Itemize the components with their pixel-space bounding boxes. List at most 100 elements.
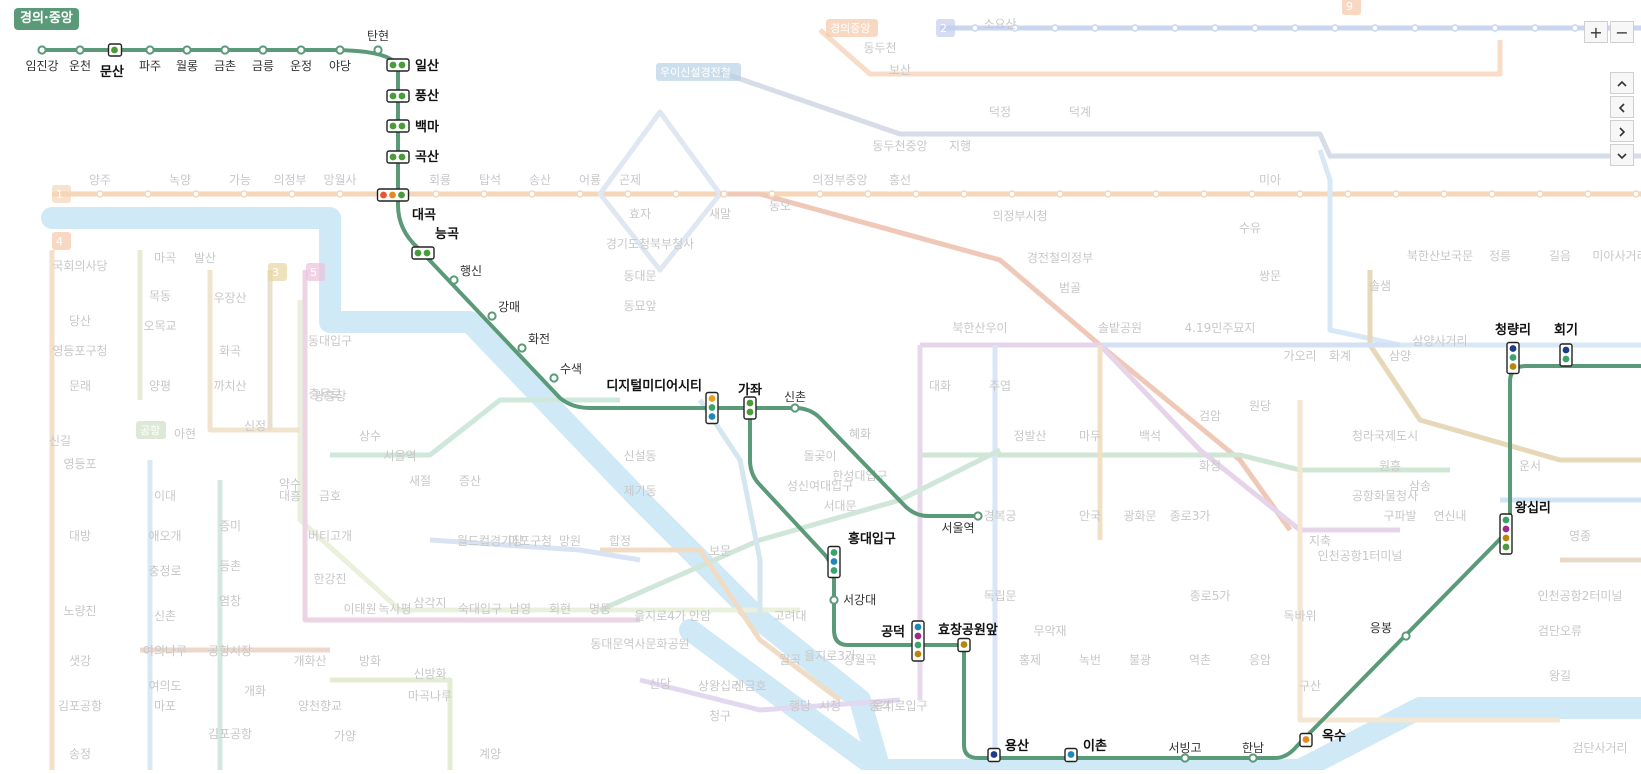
station-label: 디지털미디어시티	[606, 378, 702, 394]
station[interactable]: 신촌	[784, 390, 806, 413]
background-station-dot	[1248, 190, 1256, 198]
station-label: 수색	[560, 362, 582, 376]
transfer-line-dot	[746, 408, 754, 416]
station[interactable]: 풍산	[386, 88, 439, 104]
background-line-chip	[52, 232, 71, 250]
station[interactable]: 디지털미디어시티	[606, 378, 719, 425]
background-line-chip	[136, 421, 166, 439]
station-label: 회기	[1554, 322, 1578, 338]
pan-down-button[interactable]	[1610, 144, 1634, 166]
station[interactable]: 서빙고	[1168, 741, 1202, 763]
station[interactable]: 운정	[290, 45, 312, 73]
station[interactable]: 백마	[386, 119, 439, 135]
background-station-dot	[912, 190, 920, 198]
background-station-label: 양평	[149, 379, 171, 393]
background-station-label: 돌곶이	[803, 449, 836, 463]
background-station-label: 마두	[1079, 429, 1101, 443]
station[interactable]: 가좌	[738, 382, 762, 420]
background-station-label: 지축	[1309, 534, 1331, 548]
station-dot	[549, 373, 559, 383]
station[interactable]: 청량리	[1495, 322, 1531, 375]
station[interactable]: 탄현	[367, 29, 389, 55]
background-station-label: 의정부	[273, 173, 306, 187]
station[interactable]: 능곡	[411, 227, 459, 260]
station[interactable]: 왕십리	[1499, 500, 1551, 555]
background-station-label: 노량진	[63, 604, 96, 618]
station-label: 신촌	[784, 390, 806, 404]
background-station-dot	[288, 190, 296, 198]
background-station-label: 동두천	[863, 40, 896, 55]
station[interactable]: 문산	[100, 43, 124, 80]
station-dot	[182, 45, 192, 55]
station-label: 백마	[415, 119, 439, 135]
station[interactable]: 파주	[139, 45, 161, 73]
zoom-out-button[interactable]: −	[1610, 21, 1634, 43]
station[interactable]: 화전	[517, 332, 550, 353]
transfer-line-dot	[708, 395, 716, 402]
transfer-line-dot	[830, 549, 838, 556]
background-line-chip	[306, 263, 325, 281]
background-station-dot	[1344, 190, 1352, 198]
station[interactable]: 서울역	[941, 511, 983, 535]
background-station-dot	[1211, 24, 1219, 32]
station[interactable]: 행신	[449, 263, 482, 285]
background-station-label: 회현	[549, 602, 571, 616]
background-station-label: 정발산	[1013, 429, 1046, 443]
background-station-dot	[1008, 190, 1016, 198]
background-line	[1317, 149, 1641, 348]
station[interactable]: 운천	[69, 45, 91, 73]
station[interactable]: 야당	[329, 45, 351, 73]
background-station-label: 검암	[1199, 409, 1221, 423]
pan-left-button[interactable]	[1610, 96, 1634, 118]
station[interactable]: 한남	[1242, 741, 1264, 763]
background-station-label: 마곡나루	[408, 689, 452, 703]
background-station-label: 보산	[889, 63, 911, 77]
station[interactable]: 곡산	[386, 149, 439, 165]
station[interactable]: 홍대입구	[827, 531, 896, 579]
background-station-dot	[528, 190, 536, 198]
station-label: 강매	[498, 300, 520, 314]
station[interactable]: 서강대	[829, 593, 876, 607]
station[interactable]: 월롱	[176, 45, 198, 73]
station[interactable]: 일산	[386, 58, 439, 74]
station-label: 파주	[139, 59, 161, 73]
station[interactable]: 옥수	[1299, 728, 1346, 748]
station[interactable]: 용산	[987, 738, 1029, 763]
station[interactable]: 회기	[1554, 322, 1578, 367]
background-station-label: 우장산	[213, 291, 246, 305]
river-segment	[679, 619, 891, 774]
background-station-label: 솔밭공원	[1098, 321, 1142, 335]
background-station-dot	[1488, 190, 1496, 198]
background-station-dot	[1091, 24, 1099, 32]
background-station-label: 신방화	[413, 667, 446, 681]
station[interactable]: 공덕	[881, 620, 925, 662]
background-station-label: 이대	[154, 489, 176, 503]
station[interactable]: 금릉	[252, 45, 274, 73]
zoom-in-button[interactable]: +	[1584, 21, 1608, 43]
background-station-label: 동묘앞	[623, 299, 656, 313]
pan-right-button[interactable]	[1610, 120, 1634, 142]
station[interactable]: 이촌	[1064, 738, 1107, 763]
station[interactable]: 강매	[487, 300, 520, 321]
background-station-label: 구파발	[1383, 509, 1416, 523]
background-station-label: 신정	[244, 419, 266, 433]
station[interactable]: 임진강	[25, 45, 59, 73]
background-station-dot	[1296, 190, 1304, 198]
transfer-line-dot	[398, 153, 406, 161]
station[interactable]: 금촌	[214, 45, 236, 73]
station-dot	[487, 311, 497, 321]
background-station-label: 정릉	[1489, 249, 1511, 263]
background-station-label: 청구	[709, 709, 731, 723]
station[interactable]: 수색	[549, 362, 582, 383]
background-station-label: 까치산	[213, 379, 246, 393]
pan-up-button[interactable]	[1610, 72, 1634, 94]
background-station-label: 여의도	[148, 679, 181, 693]
transfer-line-dot	[708, 413, 716, 420]
station[interactable]: 응봉	[1370, 621, 1411, 641]
station[interactable]: 효창공원앞	[938, 622, 998, 653]
background-station-label: 제기동	[623, 484, 656, 498]
station[interactable]: 대곡	[376, 188, 436, 223]
background-station-label: 공항화물청사	[1352, 489, 1418, 503]
